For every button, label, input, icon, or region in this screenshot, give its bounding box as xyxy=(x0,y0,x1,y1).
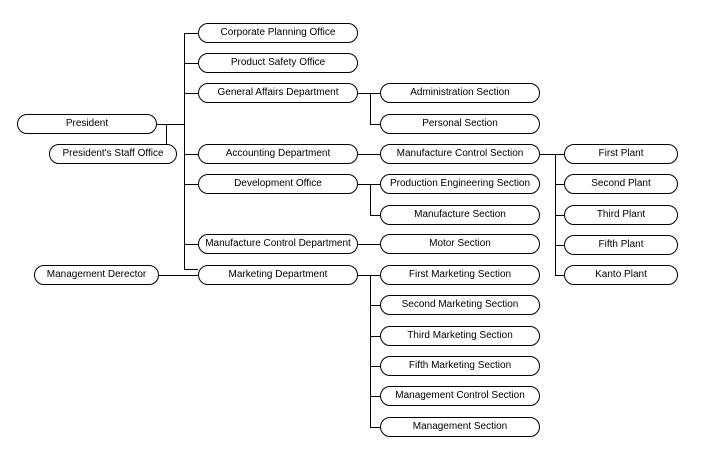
connector-line xyxy=(184,184,198,185)
connector-line xyxy=(158,275,198,276)
node-marketing-department: Marketing Department xyxy=(198,265,358,285)
node-product-safety-office: Product Safety Office xyxy=(198,53,358,73)
connector-line xyxy=(184,154,198,155)
node-manufacture-control-department: Manufacture Control Department xyxy=(198,234,358,254)
connector-line xyxy=(555,275,564,276)
connector-line xyxy=(357,244,380,245)
node-presidents-staff-office: President's Staff Office xyxy=(49,144,177,164)
node-development-office: Development Office xyxy=(198,174,358,194)
node-administration-section: Administration Section xyxy=(380,83,540,103)
connector-line xyxy=(555,215,564,216)
connector-line xyxy=(357,184,380,185)
node-production-engineering-section: Production Engineering Section xyxy=(380,174,540,194)
node-personal-section: Personal Section xyxy=(380,114,540,134)
connector-line xyxy=(184,244,198,245)
node-manufacture-control-section: Manufacture Control Section xyxy=(380,144,540,164)
connector-line xyxy=(370,396,380,397)
node-corporate-planning-office: Corporate Planning Office xyxy=(198,23,358,43)
connector-line xyxy=(357,154,380,155)
node-fifth-marketing-section: Fifth Marketing Section xyxy=(380,356,540,376)
node-management-control-section: Management Control Section xyxy=(380,386,540,406)
node-first-plant: First Plant xyxy=(564,144,678,164)
connector-line xyxy=(184,269,198,270)
connector-line xyxy=(370,215,380,216)
connector-line xyxy=(184,33,185,270)
node-management-section: Management Section xyxy=(380,417,540,437)
node-fifth-plant: Fifth Plant xyxy=(564,235,678,255)
connector-line xyxy=(166,124,167,145)
connector-line xyxy=(184,63,198,64)
connector-line xyxy=(555,184,564,185)
node-accounting-department: Accounting Department xyxy=(198,144,358,164)
node-management-director: Management Derector xyxy=(34,265,159,285)
connector-line xyxy=(357,275,380,276)
connector-line xyxy=(184,93,198,94)
connector-line xyxy=(370,184,371,215)
connector-line xyxy=(156,124,184,125)
connector-line xyxy=(540,154,564,155)
connector-line xyxy=(370,124,380,125)
node-third-marketing-section: Third Marketing Section xyxy=(380,326,540,346)
connector-line xyxy=(370,366,380,367)
node-third-plant: Third Plant xyxy=(564,205,678,225)
connector-line xyxy=(370,336,380,337)
connector-line xyxy=(370,305,380,306)
node-manufacture-section: Manufacture Section xyxy=(380,205,540,225)
node-motor-section: Motor Section xyxy=(380,234,540,254)
connector-line xyxy=(370,427,380,428)
node-general-affairs-department: General Affairs Department xyxy=(198,83,358,103)
connector-line xyxy=(370,93,371,124)
connector-line xyxy=(357,93,380,94)
node-president: President xyxy=(17,114,157,134)
node-first-marketing-section: First Marketing Section xyxy=(380,265,540,285)
node-second-plant: Second Plant xyxy=(564,174,678,194)
connector-line xyxy=(555,154,556,275)
connector-line xyxy=(184,33,198,34)
node-second-marketing-section: Second Marketing Section xyxy=(380,295,540,315)
node-kanto-plant: Kanto Plant xyxy=(564,265,678,285)
connector-line xyxy=(370,275,371,427)
connector-line xyxy=(555,245,564,246)
